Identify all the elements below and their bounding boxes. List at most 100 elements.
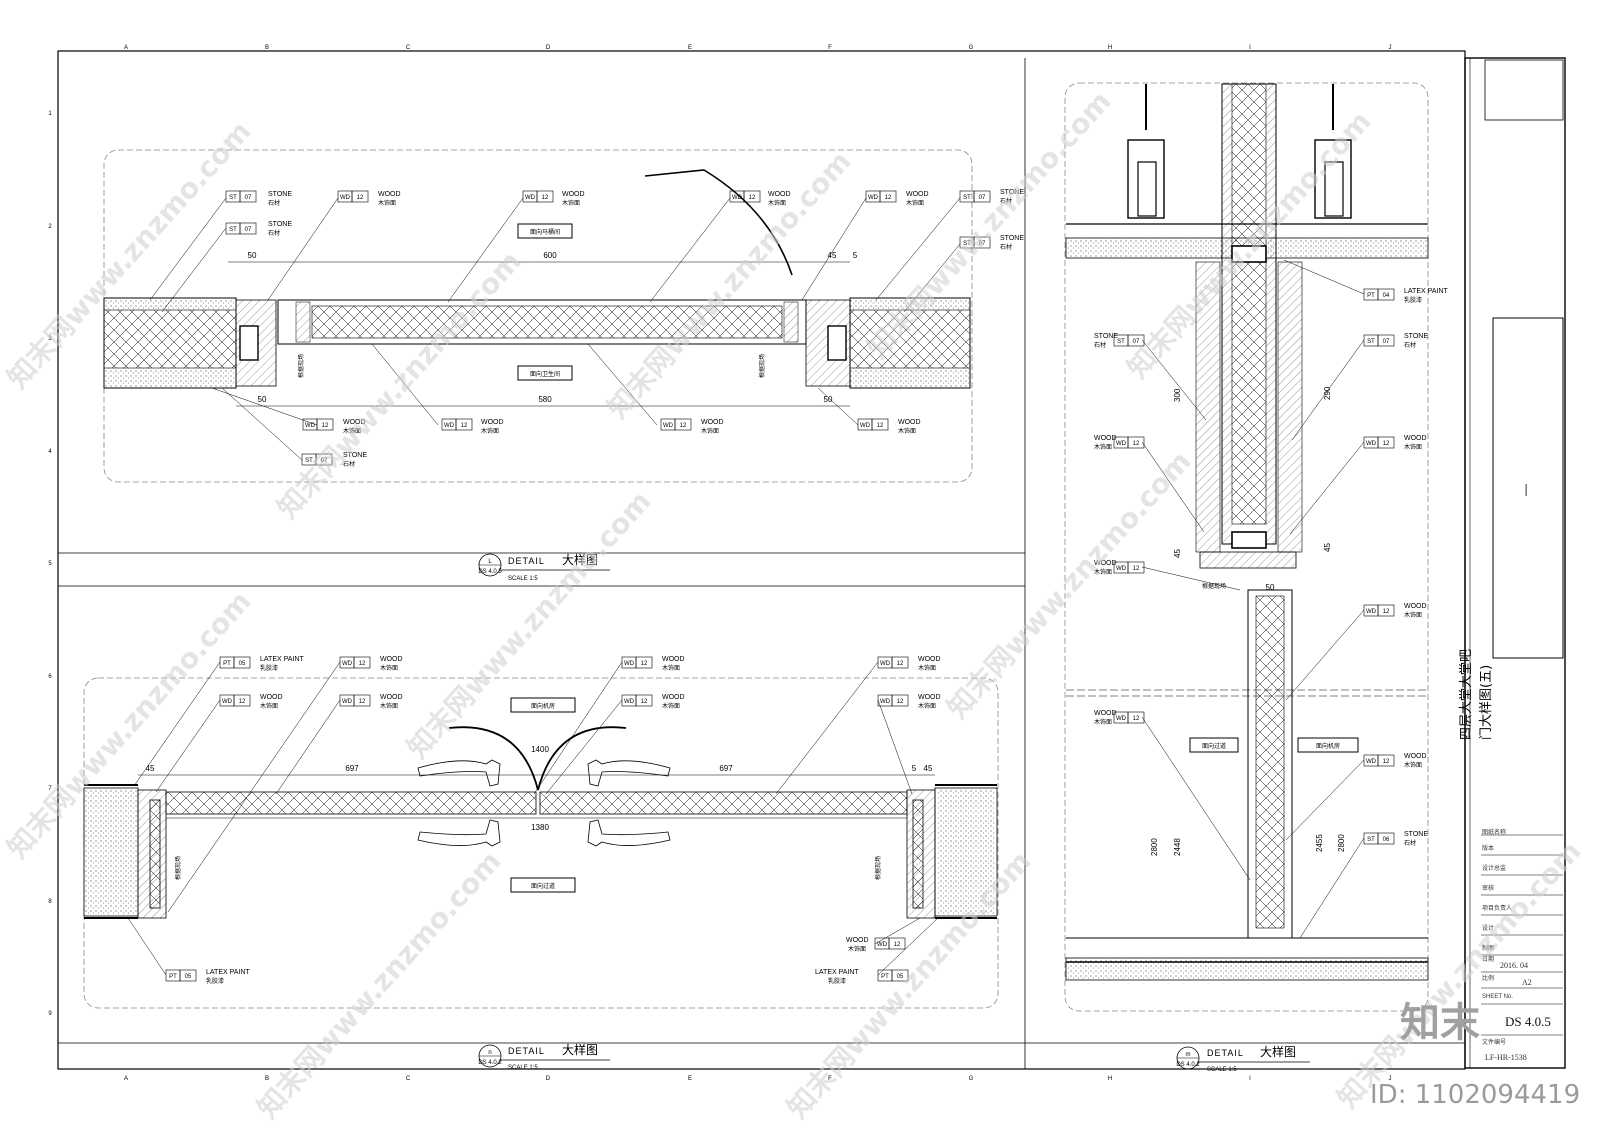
grid-col-label: B	[265, 45, 269, 51]
svg-text:PT: PT	[223, 661, 231, 667]
grid-col-label: D	[546, 1076, 551, 1082]
field-note: 根据现场	[1202, 582, 1226, 590]
grid-row-left: 1 2 3 4 5 6 7 8 9	[48, 111, 52, 1017]
grid-col-label: J	[1389, 1076, 1392, 1082]
svg-text:木饰面: 木饰面	[918, 702, 936, 710]
svg-text:WOOD: WOOD	[380, 656, 403, 663]
svg-text:WD: WD	[340, 195, 351, 201]
grid-col-top: A B C D E F G H I J	[124, 45, 1392, 51]
grid-col-label: I	[1249, 1076, 1251, 1082]
project-no-value: LF-HR-1538	[1485, 1053, 1527, 1062]
svg-text:12: 12	[1133, 716, 1140, 722]
svg-text:LATEX PAINT: LATEX PAINT	[1404, 288, 1448, 295]
svg-text:SCALE 1:5: SCALE 1:5	[508, 576, 538, 582]
grid-col-label: J	[1389, 45, 1392, 51]
grid-row-label: 6	[48, 674, 52, 680]
svg-text:12: 12	[897, 699, 904, 705]
svg-text:STONE: STONE	[268, 191, 292, 198]
svg-text:12: 12	[894, 942, 901, 948]
svg-text:07: 07	[979, 241, 986, 247]
svg-text:乳胶漆: 乳胶漆	[1404, 296, 1422, 304]
svg-text:WD: WD	[663, 423, 674, 429]
dim-n-total: 1400	[531, 745, 549, 754]
svg-text:WOOD: WOOD	[918, 694, 941, 701]
svg-text:WOOD: WOOD	[1404, 435, 1427, 442]
svg-text:ST: ST	[305, 458, 313, 464]
svg-text:12: 12	[357, 195, 364, 201]
svg-text:木饰面: 木饰面	[378, 199, 396, 207]
svg-text:12: 12	[461, 423, 468, 429]
svg-text:12: 12	[1133, 441, 1140, 447]
svg-text:STONE: STONE	[1094, 333, 1118, 340]
svg-text:DS 4.0.2: DS 4.0.2	[478, 1060, 502, 1066]
grid-col-bottom: A B C D E F G H I J	[124, 1076, 1392, 1082]
svg-text:PT: PT	[169, 974, 177, 980]
svg-text:WD: WD	[1116, 441, 1127, 447]
svg-text:乳胶漆: 乳胶漆	[260, 664, 278, 672]
svg-text:n: n	[488, 1050, 491, 1056]
svg-text:乳胶漆: 乳胶漆	[206, 977, 224, 985]
svg-text:DETAIL: DETAIL	[508, 556, 545, 566]
svg-text:WD: WD	[1366, 609, 1377, 615]
svg-text:设计: 设计	[1482, 924, 1494, 932]
svg-text:WOOD: WOOD	[260, 694, 283, 701]
svg-text:石材: 石材	[1094, 341, 1106, 349]
room-label: 面向马桶间	[530, 228, 560, 236]
grid-col-label: B	[265, 1076, 269, 1082]
svg-text:12: 12	[1383, 441, 1390, 447]
grid-col-label: D	[546, 45, 551, 51]
svg-text:12: 12	[322, 423, 329, 429]
svg-text:WOOD: WOOD	[1404, 603, 1427, 610]
svg-text:12: 12	[359, 661, 366, 667]
dim-n-right: 45	[924, 764, 933, 773]
grid-col-label: F	[828, 45, 832, 51]
svg-text:ST: ST	[963, 195, 971, 201]
svg-text:木饰面: 木饰面	[898, 427, 916, 435]
svg-text:木饰面: 木饰面	[1094, 568, 1112, 576]
svg-text:PT: PT	[881, 974, 889, 980]
svg-text:WOOD: WOOD	[662, 656, 685, 663]
watermark-text: 知末网www.znzmo.com	[401, 485, 658, 765]
svg-text:WD: WD	[342, 661, 353, 667]
svg-text:07: 07	[1383, 339, 1390, 345]
field-note: 根据现场	[174, 856, 182, 880]
svg-text:PT: PT	[1367, 293, 1375, 299]
grid-col-label: I	[1249, 45, 1251, 51]
svg-text:WOOD: WOOD	[378, 191, 401, 198]
svg-text:12: 12	[239, 699, 246, 705]
svg-text:STONE: STONE	[343, 452, 367, 459]
svg-text:LATEX PAINT: LATEX PAINT	[260, 656, 304, 663]
svg-text:WD: WD	[1116, 716, 1127, 722]
svg-text:WD: WD	[1366, 441, 1377, 447]
svg-text:12: 12	[1383, 609, 1390, 615]
detail-m: 300 290 45 45 2800 2448 2455 2800 50 根据现…	[1064, 82, 1429, 1012]
watermark-id: ID: 1102094419	[1370, 1080, 1580, 1110]
svg-text:日期: 日期	[1482, 955, 1494, 963]
svg-text:12: 12	[641, 661, 648, 667]
dim-n-leaf-l: 697	[345, 764, 359, 773]
grid-col-label: G	[969, 1076, 974, 1082]
svg-text:05: 05	[239, 661, 246, 667]
dim-m-300: 300	[1173, 388, 1182, 402]
svg-text:石材: 石材	[343, 460, 355, 468]
dim-m-45b: 45	[1323, 543, 1332, 552]
svg-text:L: L	[488, 559, 492, 565]
svg-text:WOOD: WOOD	[906, 191, 929, 198]
svg-text:ST: ST	[1367, 339, 1375, 345]
svg-text:WD: WD	[1116, 566, 1127, 572]
